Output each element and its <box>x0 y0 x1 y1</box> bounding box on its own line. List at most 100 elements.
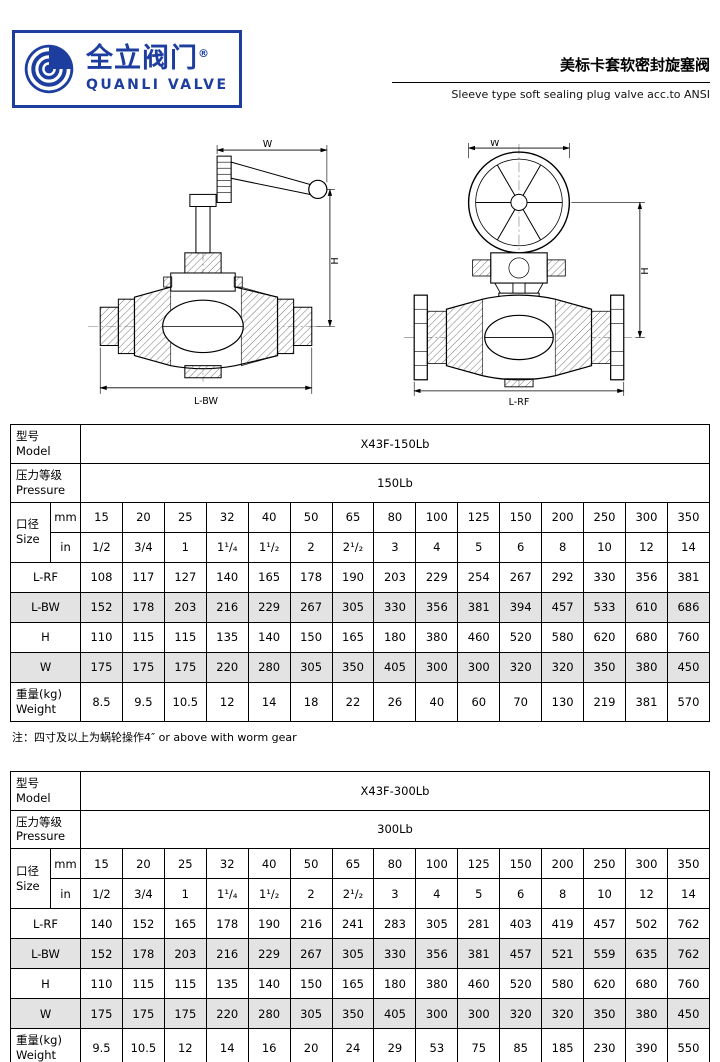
size-mm-value: 25 <box>163 501 207 533</box>
dim-value: 216 <box>205 938 249 970</box>
size-in-value: 8 <box>541 531 585 563</box>
dim-value: 760 <box>666 968 711 1000</box>
dim-value: 10.5 <box>121 1028 165 1062</box>
size-mm-value: 20 <box>121 501 165 533</box>
dim-value: 320 <box>499 998 543 1030</box>
dim-value: 14 <box>205 1028 249 1062</box>
dim-value: 110 <box>80 968 123 1000</box>
dim-value: 180 <box>373 621 417 653</box>
dim-value: 350 <box>583 651 626 683</box>
dim-value: 680 <box>624 968 668 1000</box>
dim-label-h: H <box>639 267 650 274</box>
dim-value: 450 <box>666 998 711 1030</box>
dim-value: 580 <box>541 621 585 653</box>
dim-value: 520 <box>499 968 543 1000</box>
logo-text: 全立阀门® QUANLI VALVE <box>86 43 229 93</box>
dim-value: 175 <box>121 651 165 683</box>
dim-value: 9.5 <box>121 681 165 722</box>
dim-value: 380 <box>624 651 668 683</box>
dim-value: 405 <box>373 998 417 1030</box>
dim-value: 40 <box>415 681 459 722</box>
size-in-value: 5 <box>457 531 501 563</box>
dim-value: 230 <box>583 1028 626 1062</box>
dim-value: 117 <box>121 561 165 593</box>
size-mm-value: 250 <box>583 848 626 880</box>
dim-value: 559 <box>583 938 626 970</box>
dim-value: 520 <box>499 621 543 653</box>
model-value: X43F-300Lb <box>80 770 710 811</box>
dim-row-label: H <box>10 968 81 1000</box>
size-mm-value: 25 <box>163 848 207 880</box>
dim-value: 203 <box>163 591 207 623</box>
dim-value: 635 <box>624 938 668 970</box>
dim-value: 380 <box>415 621 459 653</box>
dim-value: 305 <box>331 938 375 970</box>
dim-value: 610 <box>624 591 668 623</box>
dim-value: 216 <box>289 908 333 940</box>
dim-value: 175 <box>163 651 207 683</box>
dim-value: 330 <box>583 561 626 593</box>
brand-name-en: QUANLI VALVE <box>86 76 229 93</box>
size-in-value: 1¹/₄ <box>205 531 249 563</box>
dim-value: 620 <box>583 621 626 653</box>
dim-value: 127 <box>163 561 207 593</box>
dim-value: 533 <box>583 591 626 623</box>
dim-value: 150 <box>289 968 333 1000</box>
dim-value: 380 <box>624 998 668 1030</box>
size-mm-value: 300 <box>624 501 668 533</box>
brand-cn-text: 全立阀门 <box>86 43 198 75</box>
dim-value: 550 <box>666 1028 711 1062</box>
size-in-value: 1/2 <box>80 531 123 563</box>
dim-value: 165 <box>331 621 375 653</box>
dim-value: 300 <box>457 651 501 683</box>
model-value: X43F-150Lb <box>80 424 710 464</box>
model-label: 型号 Model <box>10 424 81 464</box>
dim-value: 320 <box>499 651 543 683</box>
dim-value: 140 <box>205 561 249 593</box>
dim-value: 53 <box>415 1028 459 1062</box>
size-in-value: 1 <box>163 878 207 910</box>
dim-value: 686 <box>666 591 711 623</box>
dim-value: 16 <box>247 1028 291 1062</box>
dim-row-label: 重量(kg) Weight <box>10 681 81 722</box>
dim-value: 115 <box>121 968 165 1000</box>
size-mm-value: 350 <box>666 848 711 880</box>
dim-value: 135 <box>205 968 249 1000</box>
dim-value: 130 <box>541 681 585 722</box>
dim-value: 300 <box>415 651 459 683</box>
size-in-value: 1¹/₂ <box>247 878 291 910</box>
size-in-value: 4 <box>415 878 459 910</box>
size-in-value: 12 <box>624 878 668 910</box>
size-mm-value: 32 <box>205 848 249 880</box>
dim-value: 241 <box>331 908 375 940</box>
dim-value: 381 <box>457 938 501 970</box>
size-in-value: 2 <box>289 878 333 910</box>
dim-value: 381 <box>666 561 711 593</box>
dim-row-label: W <box>10 998 81 1030</box>
unit-mm-label: mm <box>50 848 81 880</box>
dim-value: 300 <box>415 998 459 1030</box>
dim-value: 178 <box>289 561 333 593</box>
dim-value: 115 <box>121 621 165 653</box>
dim-label-w: W <box>490 140 500 149</box>
dim-value: 185 <box>541 1028 585 1062</box>
size-mm-value: 100 <box>415 848 459 880</box>
dim-value: 350 <box>331 651 375 683</box>
size-mm-value: 32 <box>205 501 249 533</box>
size-in-value: 12 <box>624 531 668 563</box>
dim-value: 762 <box>666 938 711 970</box>
dim-value: 216 <box>205 591 249 623</box>
dim-value: 135 <box>205 621 249 653</box>
lever-valve-drawing: W H L-BW <box>87 140 340 407</box>
dim-value: 26 <box>373 681 417 722</box>
dim-value: 14 <box>247 681 291 722</box>
dim-value: 320 <box>541 998 585 1030</box>
